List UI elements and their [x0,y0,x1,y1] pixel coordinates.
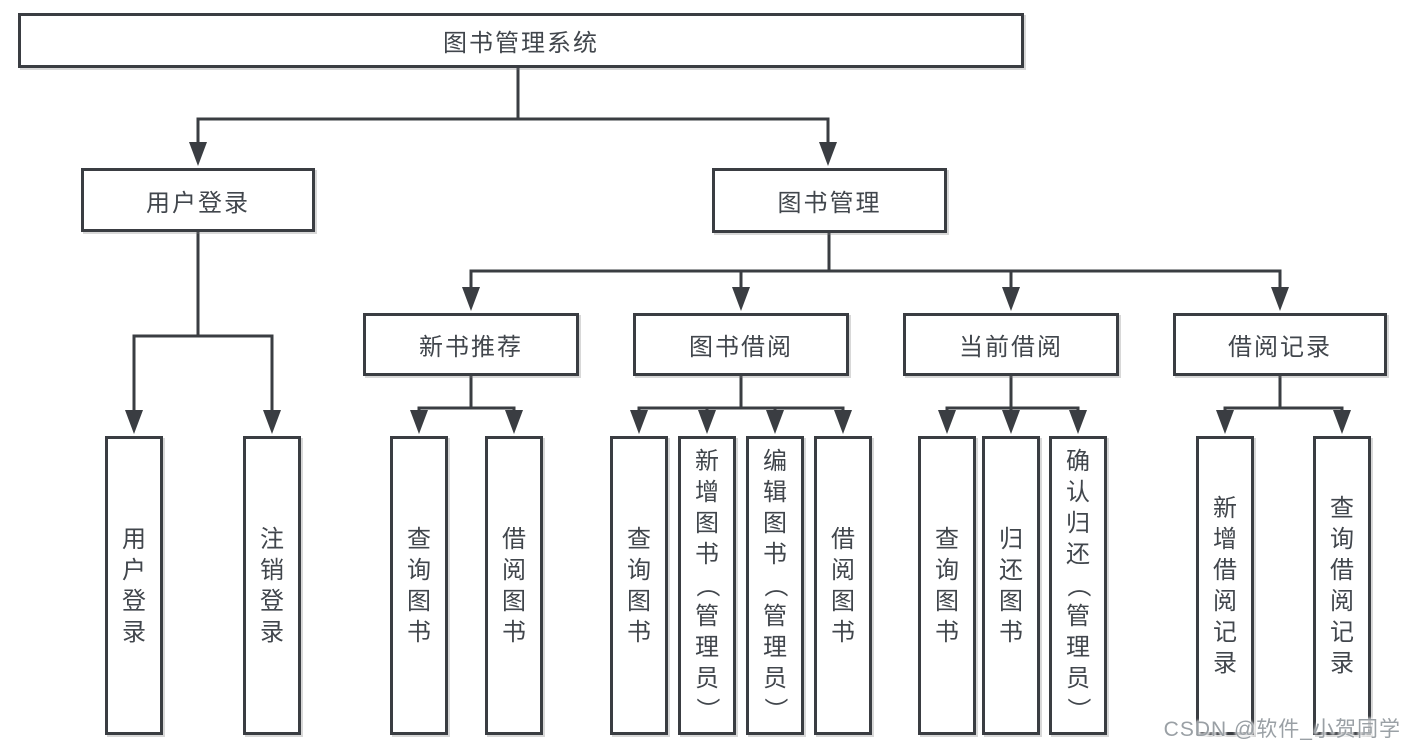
node-book-borrow: 图书借阅 [633,313,849,376]
node-label: 新书推荐 [419,334,523,361]
leaf-label: 借阅图书 [502,525,526,646]
leaf-cb-return-books: 归还图书 [982,436,1040,735]
leaf-bb-query-books: 查询图书 [610,436,668,735]
leaf-label: 新增图书（管理员） [693,448,721,722]
leaf-bb-borrow-books: 借阅图书 [814,436,872,735]
node-label: 用户登录 [146,189,250,217]
leaf-label: 归还图书 [999,525,1023,646]
csdn-watermark: CSDN @软件_小贺同学 [1163,718,1401,741]
leaf-user-login: 用户登录 [105,436,163,735]
leaf-label: 借阅图书 [831,525,855,646]
leaf-cb-confirm-return-admin: 确认归还（管理员） [1049,436,1107,735]
leaf-br-add-record: 新增借阅记录 [1196,436,1254,735]
leaf-label: 编辑图书（管理员） [761,448,789,722]
leaf-label: 查询图书 [935,525,959,646]
leaf-cb-query-books: 查询图书 [918,436,976,735]
leaf-label: 新增借阅记录 [1213,494,1237,677]
leaf-label: 用户登录 [122,525,146,646]
leaf-label: 确认归还（管理员） [1064,448,1092,722]
leaf-nb-borrow-books: 借阅图书 [485,436,543,735]
node-current-borrow: 当前借阅 [903,313,1119,376]
leaf-nb-query-books: 查询图书 [390,436,448,735]
leaf-br-query-record: 查询借阅记录 [1313,436,1371,735]
node-label: 借阅记录 [1228,334,1332,361]
node-root: 图书管理系统 [18,13,1024,68]
node-label: 图书管理 [777,190,882,217]
node-borrow-records: 借阅记录 [1173,313,1387,376]
arrowheads [125,142,1351,434]
node-new-book-recommend: 新书推荐 [363,313,579,376]
node-label: 图书借阅 [689,334,793,361]
leaf-label: 查询图书 [407,525,431,646]
node-book-management: 图书管理 [712,168,947,233]
leaf-label: 查询图书 [627,525,651,646]
leaf-logout-login: 注销登录 [243,436,301,735]
node-label: 图书管理系统 [443,30,599,57]
leaf-label: 查询借阅记录 [1330,494,1354,677]
node-user-login: 用户登录 [81,168,315,232]
leaf-bb-add-books-admin: 新增图书（管理员） [678,436,736,735]
node-label: 当前借阅 [959,334,1063,361]
leaf-label: 注销登录 [260,525,284,646]
leaf-bb-edit-books-admin: 编辑图书（管理员） [746,436,804,735]
